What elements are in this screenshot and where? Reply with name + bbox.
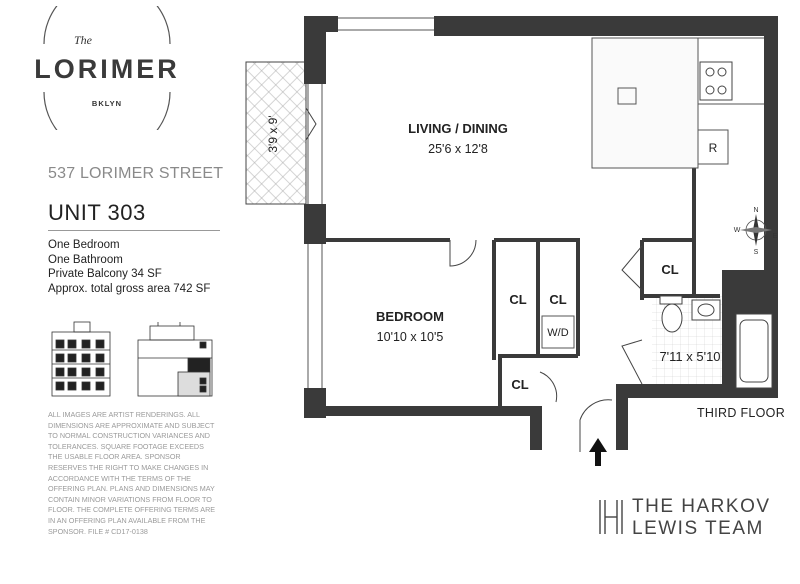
closet-bedroom-label: CL: [509, 292, 526, 307]
bedroom-dimensions: 10'10 x 10'5: [377, 330, 444, 344]
brand-line-2: LEWIS TEAM: [632, 518, 764, 539]
building-elevations: [51, 321, 213, 397]
bedroom-label: BEDROOM: [376, 309, 444, 324]
entry-arrow-icon: [589, 438, 607, 466]
floor-label: THIRD FLOOR: [697, 406, 786, 420]
washer-dryer-label: W/D: [547, 327, 568, 339]
closet-laundry-label: CL: [549, 292, 566, 307]
divider: [48, 230, 220, 231]
closet-entry-label: CL: [511, 377, 528, 392]
lorimer-logo: The LORIMER BKLYN: [34, 6, 180, 130]
living-dimensions: 25'6 x 12'8: [428, 142, 488, 156]
fridge-label: R: [709, 141, 718, 155]
address: 537 LORIMER STREET: [48, 165, 224, 182]
living-label: LIVING / DINING: [408, 121, 508, 136]
compass-icon: N E S W: [734, 207, 778, 256]
kitchen-sink: [617, 87, 637, 105]
walls: [304, 16, 778, 450]
balcony: [245, 61, 307, 205]
closet-hall-label: CL: [661, 262, 678, 277]
unit-specs: One Bedroom One Bathroom Private Balcony…: [48, 238, 210, 296]
compass-n: N: [753, 207, 758, 214]
refrigerator: [697, 129, 729, 165]
bathroom-fixtures: [659, 295, 773, 389]
brand-line-1: THE HARKOV: [632, 496, 771, 517]
washer-dryer: [541, 315, 575, 349]
logo-name: LORIMER: [34, 54, 180, 84]
compass-w: W: [734, 227, 741, 234]
partitions: [326, 126, 720, 408]
spec-bedrooms: One Bedroom: [48, 239, 120, 251]
harkov-lewis-logo-mark: [599, 500, 623, 534]
cooktop: [699, 61, 733, 101]
logo-the: The: [74, 33, 93, 47]
logo-borough: BKLYN: [92, 99, 122, 108]
spec-area: Approx. total gross area 742 SF: [48, 282, 211, 295]
doors: [305, 107, 643, 452]
compass-e: E: [773, 233, 778, 240]
unit-number: UNIT 303: [48, 200, 146, 225]
legal-disclaimer: ALL IMAGES ARE ARTIST RENDERINGS. ALL DI…: [48, 410, 216, 536]
balcony-dimensions: 3'9 x 9': [266, 115, 280, 152]
compass-s: S: [754, 249, 759, 256]
windows: [307, 17, 434, 388]
floor-plan: 3'9 x 9': [245, 16, 778, 466]
spec-bathrooms: One Bathroom: [48, 253, 123, 266]
bathroom-dimensions: 7'11 x 5'10: [659, 349, 720, 364]
spec-balcony: Private Balcony 34 SF: [48, 268, 162, 280]
